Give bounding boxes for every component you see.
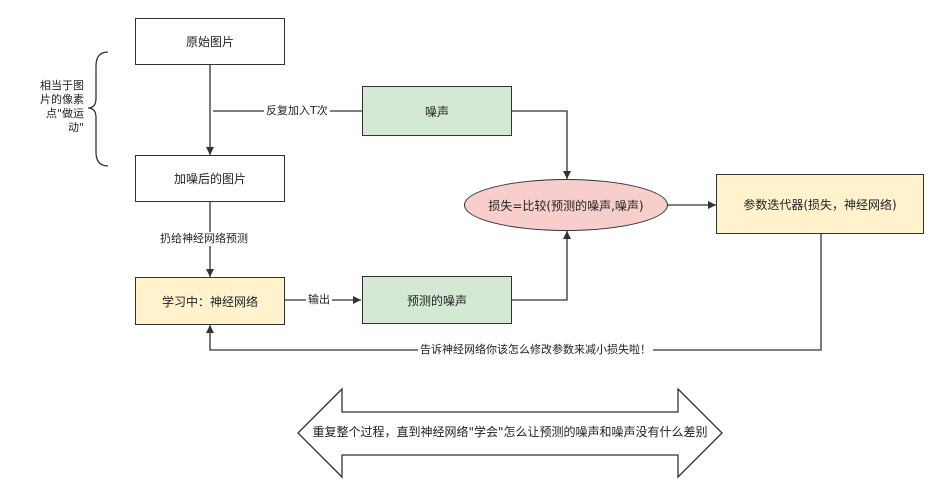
edge-label-output: 输出 <box>306 293 332 307</box>
side-note-line: 动" <box>67 121 84 134</box>
edge-noise-to-loss <box>512 110 571 179</box>
double-arrow-shape <box>297 387 723 479</box>
node-noised-image[interactable]: 加噪后的图片 <box>135 155 285 202</box>
node-original-image[interactable]: 原始图片 <box>135 18 285 65</box>
node-loss[interactable]: 损失=比较(预测的噪声,噪声) <box>464 179 668 231</box>
edge-label-feed-network: 扔给神经网络预测 <box>158 232 250 246</box>
node-learning-network-label: 学习中：神经网络 <box>161 294 258 309</box>
edge-label-repeat-add: 反复加入T次 <box>264 104 330 118</box>
node-original-image-label: 原始图片 <box>185 35 234 49</box>
node-noise[interactable]: 噪声 <box>362 86 512 136</box>
edge-predicted-to-loss <box>512 231 571 301</box>
edge-optimizer-to-learning <box>206 234 822 351</box>
node-noise-label: 噪声 <box>424 104 449 119</box>
double-arrow-banner-text: 重复整个过程，直到神经网络"学会"怎么让预测的噪声和噪声没有什么差别 <box>312 425 708 439</box>
side-note-line: 相当于图 <box>40 79 84 92</box>
node-predicted-noise[interactable]: 预测的噪声 <box>362 276 512 324</box>
node-predicted-noise-label: 预测的噪声 <box>406 293 467 308</box>
node-learning-network[interactable]: 学习中：神经网络 <box>135 277 285 325</box>
edge-label-tell-network: 告诉神经网络你该怎么修改参数来减小损失啦！ <box>418 343 653 357</box>
side-note-line: 片的像素 <box>40 93 84 106</box>
curly-brace <box>87 51 109 167</box>
node-optimizer-label: 参数迭代器(损失，神经网络) <box>743 197 897 212</box>
node-noised-image-label: 加噪后的图片 <box>173 172 246 186</box>
side-note: 相当于图 片的像素 点"做运 动" <box>20 79 84 135</box>
node-optimizer[interactable]: 参数迭代器(损失，神经网络) <box>716 174 924 234</box>
node-loss-label: 损失=比较(预测的噪声,噪声) <box>488 198 644 213</box>
side-note-line: 点"做运 <box>45 107 84 120</box>
